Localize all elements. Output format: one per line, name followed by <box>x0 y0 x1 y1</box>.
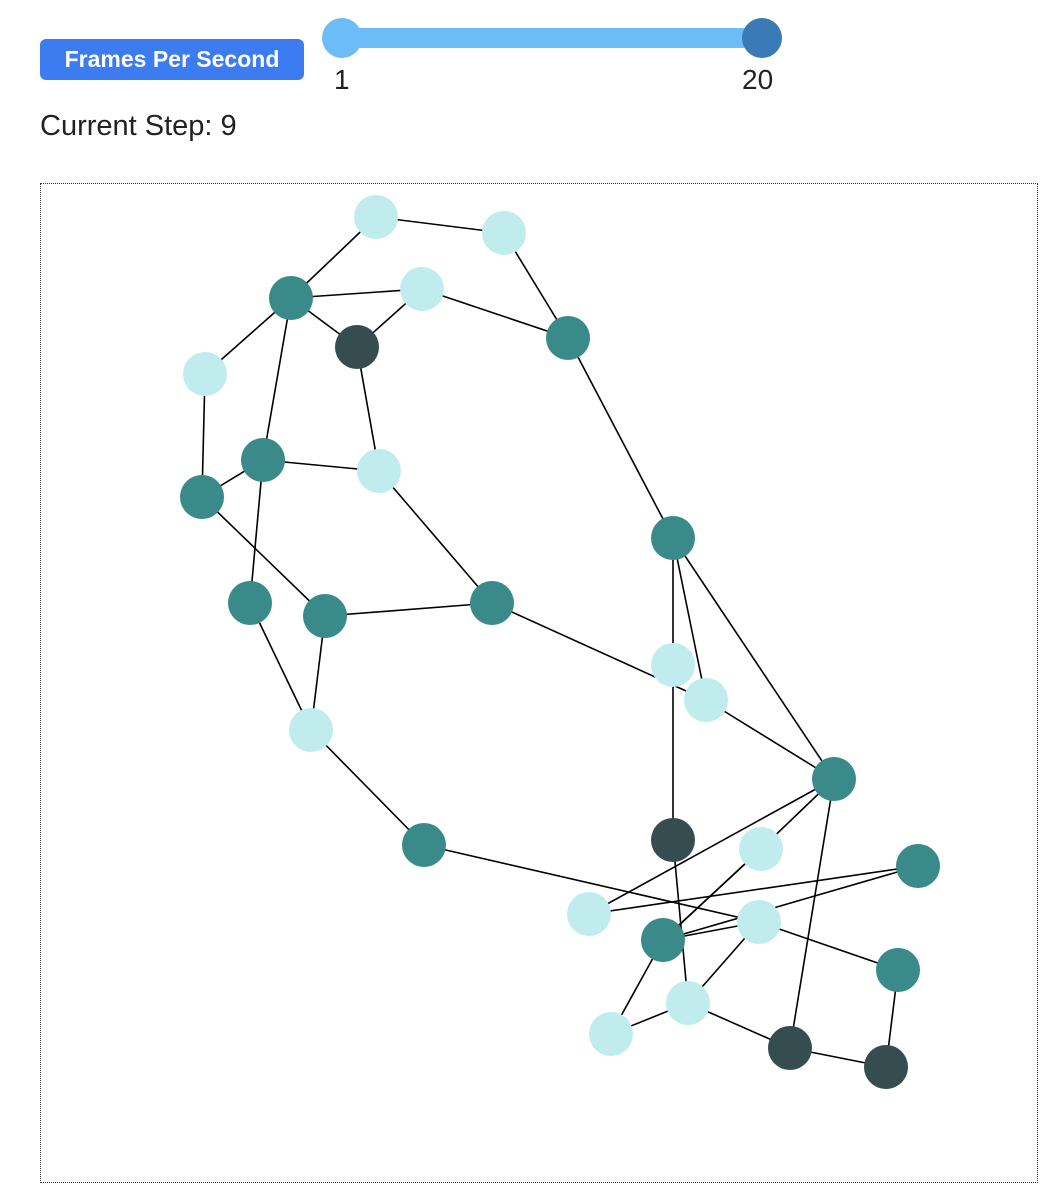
graph-node <box>183 352 227 396</box>
graph-node <box>335 325 379 369</box>
graph-edge <box>201 496 326 617</box>
graph-edge <box>758 921 899 971</box>
graph-node <box>737 900 781 944</box>
graph-node <box>589 1012 633 1056</box>
graph-node <box>470 581 514 625</box>
current-step-label: Current Step: 9 <box>40 110 237 142</box>
graph-node <box>684 678 728 722</box>
graph-node <box>864 1045 908 1089</box>
graph-edge <box>324 602 493 617</box>
graph-node <box>241 438 285 482</box>
slider-max-handle[interactable] <box>742 18 782 58</box>
graph-edge <box>672 839 689 1004</box>
graph-node <box>567 892 611 936</box>
slider-min-label: 1 <box>334 64 350 95</box>
graph-edge <box>421 288 569 339</box>
graph-node <box>651 818 695 862</box>
graph-node <box>641 918 685 962</box>
graph-node <box>812 757 856 801</box>
graph-node <box>651 643 695 687</box>
graph-edge <box>789 778 835 1049</box>
graph-node <box>289 708 333 752</box>
graph-edge <box>249 459 264 604</box>
graph-edge <box>262 297 292 461</box>
slider-max-label: 20 <box>742 64 774 95</box>
slider-track[interactable] <box>342 28 762 48</box>
graph-edge <box>672 537 835 780</box>
slider-min-handle[interactable] <box>322 18 362 58</box>
graph-edge <box>588 865 919 915</box>
fps-label-badge: Frames Per Second <box>40 39 304 80</box>
graph-node <box>876 948 920 992</box>
graph-edge <box>672 537 707 701</box>
graph-node <box>357 449 401 493</box>
graph-edge <box>423 844 760 923</box>
graph-canvas <box>40 183 1038 1183</box>
graph-edge <box>310 729 425 846</box>
graph-edge <box>567 337 674 539</box>
graph-edge <box>588 778 835 915</box>
graph-node <box>269 276 313 320</box>
graph-node <box>303 594 347 638</box>
graph-node <box>482 211 526 255</box>
graph-node <box>180 475 224 519</box>
graph-node <box>402 823 446 867</box>
graph-node <box>228 581 272 625</box>
graph-node <box>739 827 783 871</box>
graph-node <box>768 1026 812 1070</box>
graph-edge <box>662 848 762 941</box>
fps-range-slider[interactable]: 1 20 <box>322 16 784 100</box>
graph-edge <box>662 865 919 941</box>
graph-node <box>546 316 590 360</box>
graph-node <box>400 267 444 311</box>
graph-edge <box>378 470 493 604</box>
graph-edge <box>705 699 835 780</box>
graph-node <box>666 981 710 1025</box>
graph-node <box>896 844 940 888</box>
graph-edge <box>249 602 312 731</box>
network-graph <box>180 195 940 1089</box>
graph-node <box>354 195 398 239</box>
graph-node <box>651 516 695 560</box>
